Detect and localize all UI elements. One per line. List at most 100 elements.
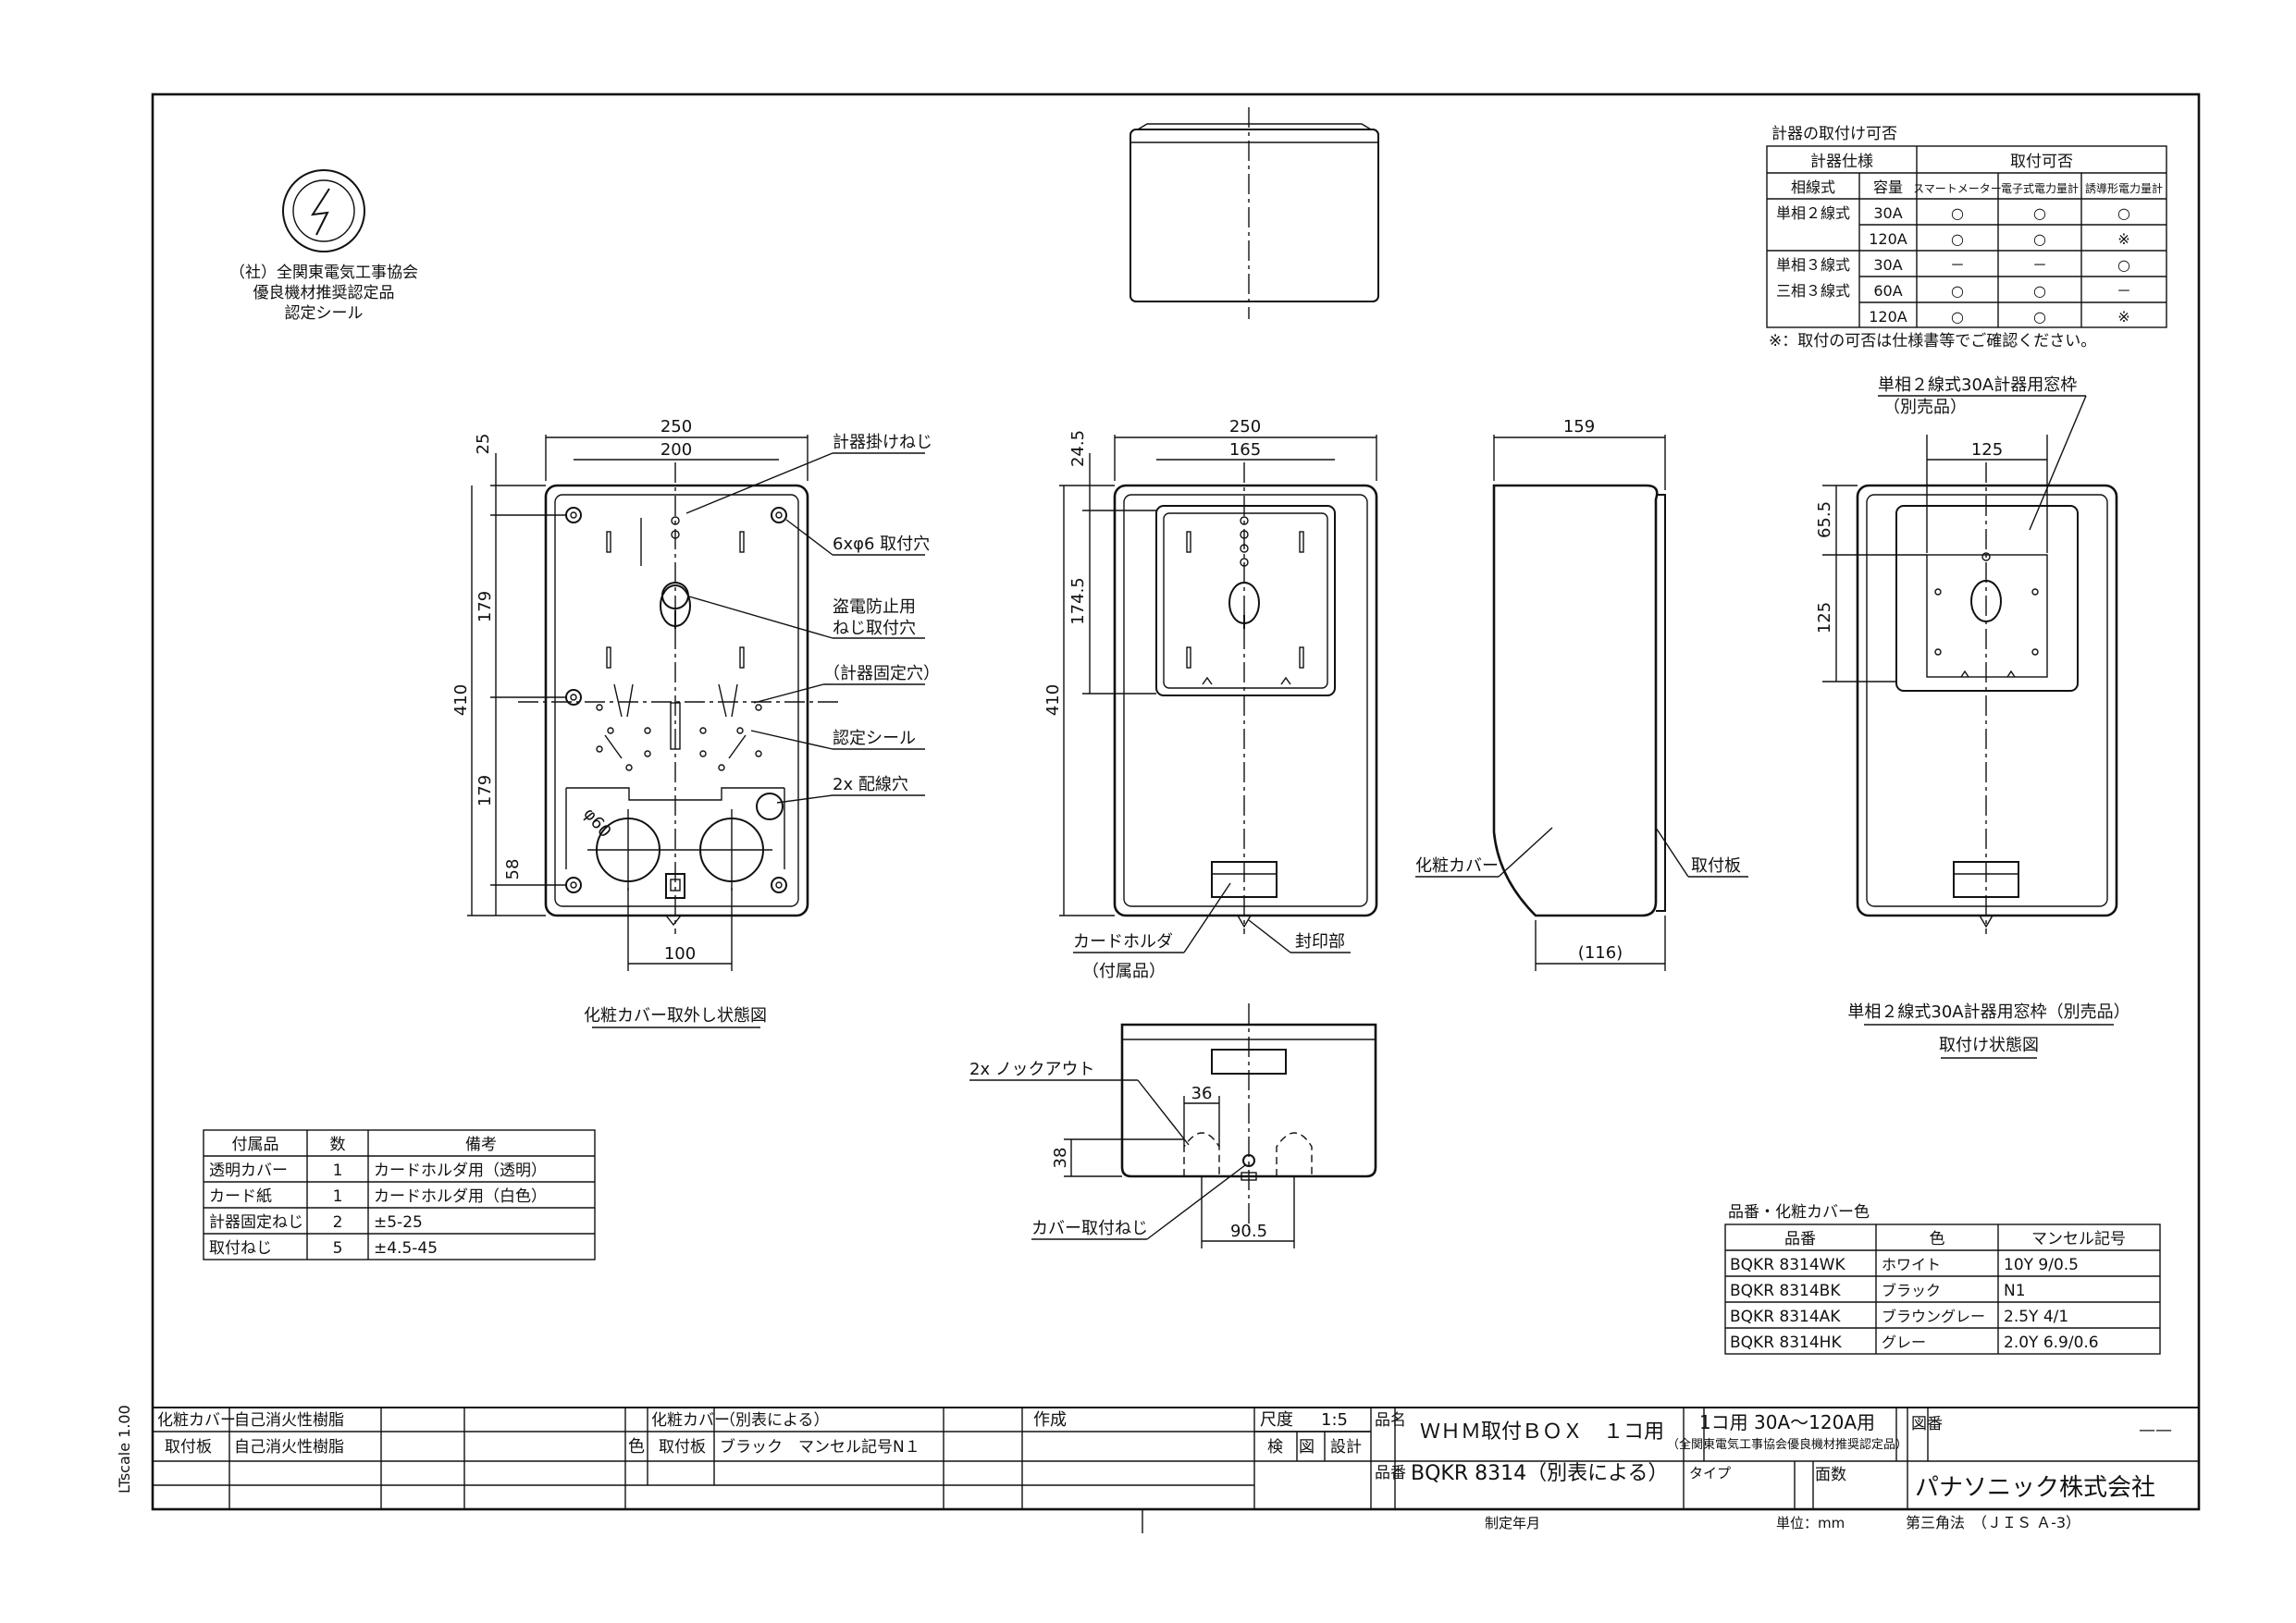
tb-design: 設計: [1330, 1438, 1362, 1457]
tb-spec1: 1コ用 30A～120A用: [1699, 1411, 1875, 1433]
acc-header: 付属品: [232, 1136, 279, 1154]
tb-col2-val: ブラック マンセル記号N１: [720, 1437, 920, 1457]
dim-width-250: 250: [660, 417, 692, 436]
color-cell: N1: [2004, 1282, 2026, 1300]
dim-frame-125-height: 125: [1815, 602, 1834, 633]
compat-cap: 60A: [1873, 282, 1902, 300]
tb-unit: 単位：mm: [1776, 1515, 1845, 1531]
side-view: 159 (116) 化粧カバー 取付板: [1415, 417, 1748, 971]
dim-410: 410: [451, 684, 471, 716]
tb-drawing-no-val: ——: [2139, 1420, 2172, 1440]
acc-cell: 計器固定ねじ: [209, 1213, 303, 1232]
callout-meter-fix-hole: （計器固定穴）: [823, 664, 940, 683]
color-cell: BQKR 8314BK: [1730, 1282, 1841, 1300]
acc-cell: 1: [333, 1187, 343, 1206]
dim-174-5: 174.5: [1068, 577, 1088, 625]
tb-col1-val: （別表による）: [720, 1411, 830, 1430]
callout-seal-label: 認定シール: [833, 729, 916, 748]
tb-mat2-label: 取付板: [165, 1438, 212, 1457]
tb-pages-label: 面数: [1815, 1466, 1846, 1484]
color-cell: ブラック: [1882, 1282, 1941, 1299]
dim-165: 165: [1229, 440, 1261, 460]
tb-date-label: 制定年月: [1485, 1515, 1540, 1531]
dim-pitch-200: 200: [660, 440, 692, 460]
top-view: [1129, 107, 1379, 319]
tb-mat1-val: 自己消火性樹脂: [234, 1411, 344, 1430]
compat-cell: ※: [2117, 308, 2129, 326]
tb-part-val: BQKR 8314（別表による）: [1411, 1462, 1668, 1485]
acc-cell: 1: [333, 1162, 343, 1180]
callout-seal-part: 封印部: [1295, 932, 1345, 952]
seal-icon: [282, 169, 365, 252]
acc-cell: カードホルダ用（透明）: [374, 1162, 547, 1180]
compat-cell: ○: [2033, 230, 2046, 248]
accessories-table: 付属品 数 備考 透明カバー 1 カードホルダ用（透明） カード紙 1 カードホ…: [203, 1129, 596, 1260]
compat-cap: 30A: [1873, 256, 1902, 274]
color-cell: BQKR 8314HK: [1730, 1334, 1842, 1352]
dim-65-5: 65.5: [1815, 501, 1834, 538]
callout-anti-theft-2: ねじ取付穴: [833, 619, 916, 638]
color-cell: BQKR 8314AK: [1730, 1308, 1841, 1326]
color-cell: ホワイト: [1882, 1256, 1941, 1273]
dim-36: 36: [1191, 1084, 1213, 1103]
compat-sub-4: 誘導形電力量計: [2085, 181, 2163, 195]
compat-cap: 120A: [1869, 308, 1907, 326]
certification-seal: （社）全関東電気工事協会 優良機材推奨認定品 認定シール: [229, 169, 418, 323]
dim-depth-159: 159: [1563, 417, 1595, 436]
compat-cell: －: [1950, 256, 1965, 274]
tb-scale-label: 尺度: [1260, 1410, 1293, 1430]
compat-cell: ○: [2033, 308, 2046, 326]
dim-38: 38: [1051, 1148, 1070, 1169]
seal-caption-2: 優良機材推奨認定品: [253, 284, 395, 302]
compat-cell: ○: [2033, 204, 2046, 222]
dim-179-lower: 179: [475, 775, 495, 806]
tb-made: 作成: [1033, 1410, 1067, 1430]
dim-front-410: 410: [1043, 684, 1063, 716]
compat-sys: 三相３線式: [1776, 282, 1850, 300]
acc-cell: 取付ねじ: [209, 1239, 272, 1258]
compat-header-ok: 取付可否: [2010, 153, 2073, 171]
callout-card-holder-1: カードホルダ: [1073, 932, 1173, 952]
acc-cell: ±4.5-45: [374, 1239, 438, 1258]
compat-cap: 120A: [1869, 230, 1907, 248]
compat-header-spec: 計器仕様: [1810, 153, 1873, 171]
callout-cover-screw: カバー取付ねじ: [1031, 1219, 1148, 1238]
compat-cell: ○: [2033, 282, 2046, 300]
compat-sub-0: 相線式: [1791, 178, 1835, 196]
tb-drawing-no-label: 図番: [1911, 1415, 1943, 1433]
compat-cell: ○: [1951, 204, 1964, 222]
color-cell: 2.0Y 6.9/0.6: [2004, 1334, 2099, 1352]
acc-header: 備考: [465, 1136, 497, 1154]
compat-cell: －: [2117, 282, 2131, 300]
color-header: マンセル記号: [2031, 1230, 2126, 1248]
compat-cell: ※: [2117, 230, 2129, 248]
tb-company: パナソニック株式会社: [1915, 1474, 2155, 1502]
caption-frame-1: 単相２線式30A計器用窓枠（別売品）: [1847, 1002, 2129, 1022]
color-table: 品番・化粧カバー色 品番 色 マンセル記号 BQKR 8314WK ホワイト 1…: [1724, 1203, 2161, 1355]
dim-100: 100: [664, 944, 696, 964]
callout-frame-1: 単相２線式30A計器用窓枠: [1878, 375, 2077, 395]
dim-25: 25: [474, 434, 493, 455]
callout-knockout: 2x ノックアウト: [969, 1060, 1094, 1079]
front-view-cover-on: 250 165 24.5 174.5 410 カードホルダ （付属品） 封印部: [1043, 417, 1378, 981]
acc-cell: 2: [333, 1213, 343, 1232]
color-cell: ブラウングレー: [1882, 1308, 1985, 1325]
tb-name-label: 品名: [1375, 1411, 1406, 1430]
seal-caption-1: （社）全関東電気工事協会: [229, 264, 418, 282]
caption-front-cover-removed: 化粧カバー取外し状態図: [584, 1006, 767, 1026]
compat-sys: 単相３線式: [1776, 256, 1850, 274]
acc-cell: ±5-25: [374, 1213, 423, 1232]
acc-cell: 5: [333, 1239, 343, 1258]
bottom-view: 36 38 90.5 2x ノックアウト カバー取付ねじ: [969, 1003, 1377, 1248]
dim-front-250: 250: [1229, 417, 1261, 436]
color-header: 色: [1930, 1230, 1945, 1248]
acc-cell: カード紙: [209, 1187, 272, 1206]
tb-ltscale: LTscale 1.00: [116, 1405, 133, 1494]
acc-header: 数: [330, 1136, 346, 1154]
compat-cap: 30A: [1873, 204, 1902, 222]
compat-cell: －: [2032, 256, 2047, 274]
compat-sub-1: 容量: [1873, 178, 1903, 196]
color-cell: BQKR 8314WK: [1730, 1256, 1845, 1274]
dim-90-5: 90.5: [1230, 1222, 1267, 1241]
